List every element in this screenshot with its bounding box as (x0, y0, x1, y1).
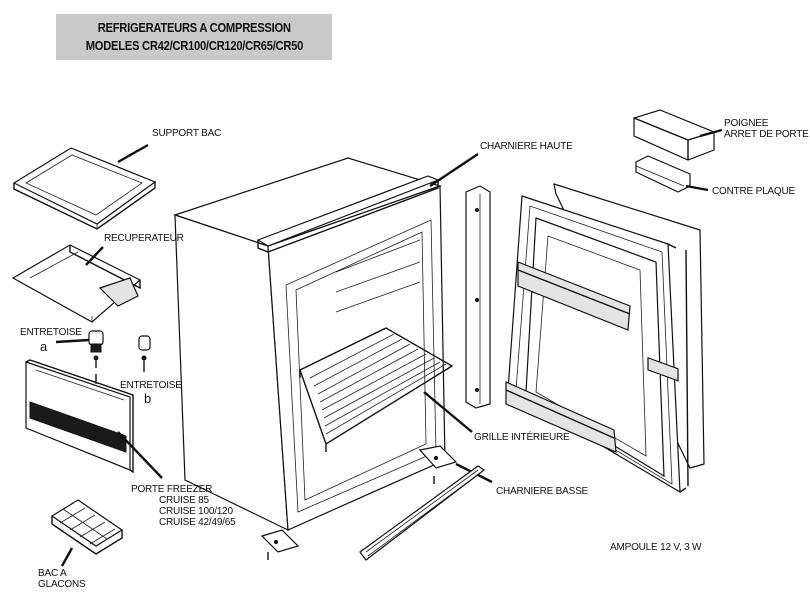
label-charniere-haute: CHARNIERE HAUTE (480, 141, 573, 152)
label-support-bac: SUPPORT BAC (152, 128, 222, 139)
cabinet-part (173, 157, 446, 531)
porte-freezer-line-2: CRUISE 100/120 (159, 506, 233, 517)
bac-a-glacons-line-1: BAC A (38, 568, 67, 579)
entretoise-a-part (88, 330, 104, 384)
label-entretoise-b: ENTRETOISE (120, 380, 182, 391)
door-part (505, 183, 705, 494)
title-line-1: REFRIGERATEURS A COMPRESSION (97, 20, 291, 35)
label-contre-plaque: CONTRE PLAQUE (712, 186, 795, 197)
recuperateur-part (11, 244, 142, 323)
label-poignee: POIGNEE ARRET DE PORTE (724, 118, 809, 140)
label-ampoule: AMPOULE 12 V, 3 W (610, 542, 702, 553)
pointer-recuperateur (85, 246, 104, 266)
entretoise-b-part (138, 335, 151, 372)
label-entretoise-a: ENTRETOISE (20, 327, 82, 338)
label-letter-a: a (40, 339, 48, 354)
label-bac-a-glacons: BAC A GLACONS (38, 568, 86, 590)
label-letter-b: b (144, 391, 152, 406)
porte-freezer-line-3: CRUISE 42/49/65 (159, 517, 236, 528)
diagram-title-box: REFRIGERATEURS A COMPRESSION MODELES CR4… (56, 14, 332, 60)
arret-de-porte-line: ARRET DE PORTE (724, 129, 809, 140)
label-grille-interieure: GRILLE INTÉRIEURE (474, 432, 570, 443)
title-line-2: MODELES CR42/CR100/CR120/CR65/CR50 (85, 38, 303, 53)
porte-freezer-part (25, 359, 134, 474)
poignee-line: POIGNEE (724, 118, 769, 129)
bottom-hinge-left-part (260, 529, 300, 560)
pointer-porte-freezer (117, 431, 163, 479)
charniere-basse-part (418, 445, 458, 484)
porte-freezer-line-1: CRUISE 85 (159, 495, 209, 506)
bac-a-glacons-line-2: GLACONS (38, 579, 86, 590)
pointer-charniere-haute (429, 153, 479, 187)
pointer-grille-interieure (423, 391, 473, 433)
lower-rail-part (359, 465, 486, 561)
bac-a-glacons-part (50, 499, 124, 555)
pointer-poignee (699, 128, 723, 138)
contre-plaque-part (635, 155, 691, 193)
charniere-strip-part (465, 185, 491, 409)
label-charniere-basse: CHARNIERE BASSE (496, 486, 589, 497)
label-recuperateur: RECUPERATEUR (104, 233, 184, 244)
porte-freezer-title: PORTE FREEZER (131, 484, 213, 495)
pointer-bac-a-glacons (60, 547, 74, 567)
pointer-contre-plaque (685, 184, 709, 192)
label-porte-freezer: PORTE FREEZER CRUISE 85 CRUISE 100/120 C… (131, 484, 236, 528)
grille-interieure-part (299, 327, 454, 452)
pointer-entretoise-a (55, 338, 90, 344)
support-bac-part (12, 147, 157, 230)
pointer-support-bac (117, 143, 149, 164)
